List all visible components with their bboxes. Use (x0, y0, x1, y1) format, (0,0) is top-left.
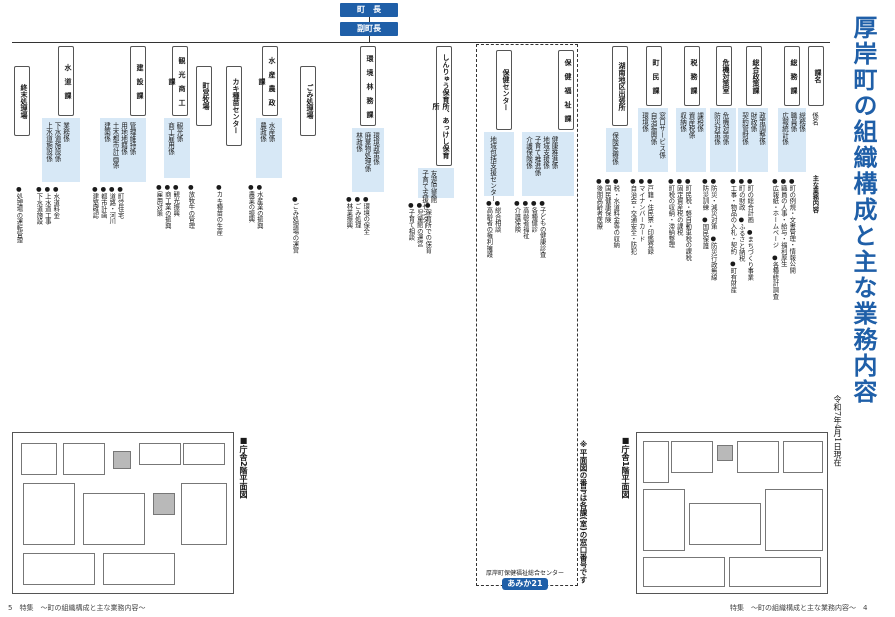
duties-hoken: ●子どもの健康診査 ●各種健診 ●高齢者福祉 ●介護保険 (513, 200, 546, 258)
duties-suisan: ●水産業の振興 ●農業の振興 (247, 184, 263, 229)
duties-zeimu: ●町民税・軽自動車税の課税 ●固定資産税の課税 ●町税の収納・滞納整理 (667, 178, 692, 261)
dept-kiki: 危機対策室 (716, 46, 732, 106)
kakari-choumin: 窓口サービス係 自治振興係 環境係 (640, 112, 666, 159)
dept-kaki: カキ種苗センター (226, 66, 242, 146)
page-title: 厚岸町の組織構成と主な業務内容 (849, 15, 878, 405)
dept-kanko: 観 光 商 工 課 (168, 46, 188, 116)
dept-shichou: 町営牧場 (196, 66, 212, 126)
dept-suidou: 水 道 課 (58, 46, 74, 116)
dept-gomi: ごみ処理場 (300, 66, 316, 136)
legend-kamei: 課名 (808, 46, 824, 106)
duties-shumatsu: ●処理場の運転管理 (15, 186, 23, 244)
dept-kojima: 湖南地区出張所 (612, 46, 628, 126)
duties-somu: ●町の例規・文書管理・情報公開 ●職員の人事・給与・福利厚生 ●広報紙・ホームペ… (771, 178, 796, 300)
kakari-kiki: 危機対策係 防災対策係 (712, 112, 730, 145)
kakari-somu: 総務係 職員係 広報統計係 (780, 112, 806, 145)
duties-kankyo: ●環境の保全 ●ごみ処理 ●林業振興 (345, 196, 370, 235)
dept-choumin: 町 民 課 (646, 46, 662, 106)
floor-note: ※平面図の番号は各課(室)の窓口番号です (579, 440, 588, 584)
dept-hokenC: 保健センター (496, 50, 512, 130)
duties-kodomo: ●保育所での保育 ●児童館の運営 ●子育て相談 (407, 202, 432, 254)
duties-kojima: ●税・水道料金等の収納 ●国民健康保険 ●後期高齢者医療 (595, 178, 620, 248)
dept-hoken: 保 健 福 祉 課 (558, 50, 574, 130)
duties-gomi: ●ごみ処理場の運営 (291, 196, 299, 254)
kakari-kensetsu: 管理維持係 用地地籍係 土木都市計画係 建築係 (102, 122, 137, 169)
center-label: 厚岸町保健福祉総合センター (486, 570, 565, 577)
amika-badge: あみか21 (502, 578, 548, 590)
dept-zeimu: 税 務 課 (684, 46, 700, 106)
dept-kensetsu: 建 設 課 (130, 46, 146, 116)
duties-shichou: ●放牧牛の管理 (187, 184, 195, 229)
kakari-kojima: 保険医療係 (610, 132, 619, 165)
duties-seisaku: ●町の総合計画 ●まちづくり事業 ●町の財政 ●ふるさと納税 ●工事・物品の入札… (729, 178, 754, 293)
dept-shumatsu: 終末処理場 (14, 66, 30, 136)
kakari-seisaku: 政策調整係 財政係 契約管財係 (740, 112, 766, 145)
duties-choumin: ●戸籍・住民票・印鑑登録 ●マイナンバーカード ●自治会・交通安全・防犯 (629, 178, 654, 255)
duties-kanko: ●観光振興 ●商工業の振興 ●雇用対策 (155, 184, 180, 229)
floor2-title: ■庁舎2階平面図 (239, 436, 248, 499)
as-of-date: 令和7年4月1日現在 (833, 395, 842, 467)
dept-seisaku: 総合政策課 (746, 46, 762, 106)
duties-kaki: ●カキ種苗の生産 (215, 184, 223, 236)
duties-kiki: ●防災・減災対策 ●防災行政無線 ●防災訓練 ●国民保護 (701, 178, 717, 281)
kakari-kodomo: 友遊児童館 子育て支援センター (420, 170, 438, 230)
dept-suisan: 水 産 農 政 課 (258, 46, 278, 116)
mayor-box: 町 長 (340, 3, 398, 17)
footer-left: 5 特集 〜町の組織構成と主な業務内容〜 (8, 604, 146, 612)
floor2-plan (12, 432, 234, 594)
dept-somu: 総 務 課 (784, 46, 800, 106)
kakari-suisan: 水産係 農政係 (258, 122, 276, 142)
duties-suidou: ●水道料金 ●上水道工事 ●下水道施設 (35, 186, 60, 225)
kakari-kanko: 観光係 商工雇用係 (166, 122, 184, 155)
vice-mayor-box: 副町長 (340, 22, 398, 36)
duties-hokenC: ●総合相談 ●高齢者の権利擁護 (485, 200, 501, 258)
floor1-plan (636, 432, 828, 594)
floor1-title: ■庁舎1階平面図 (621, 436, 630, 499)
kakari-zeimu: 課税係 資産税係 収納係 (678, 112, 704, 139)
kakari-hoken: 健康推進係 地域支援係 子育て推進係 介護保険係 (524, 136, 559, 176)
kakari-suidou: 業務係 下水道施設係 上水道施設係 (44, 122, 70, 162)
legend-duties: 主な業務内容 (811, 175, 819, 213)
dept-kodomo: しんりゅう保育所、あっけし保育所 (432, 46, 452, 166)
kakari-hokenC: 地域包括支援センター (488, 136, 497, 202)
legend-kakari: 係名 (810, 112, 819, 126)
kakari-kankyo: 環境政策係 廃棄物処理係 林政係 (354, 132, 380, 172)
footer-right: 特集 〜町の組織構成と主な業務内容〜 4 (730, 604, 868, 612)
duties-kensetsu: ●町営住宅 ●道路・河川 ●都市計画 ●建築確認 (91, 186, 124, 225)
dept-kankyo: 環 境 林 務 課 (360, 46, 376, 126)
